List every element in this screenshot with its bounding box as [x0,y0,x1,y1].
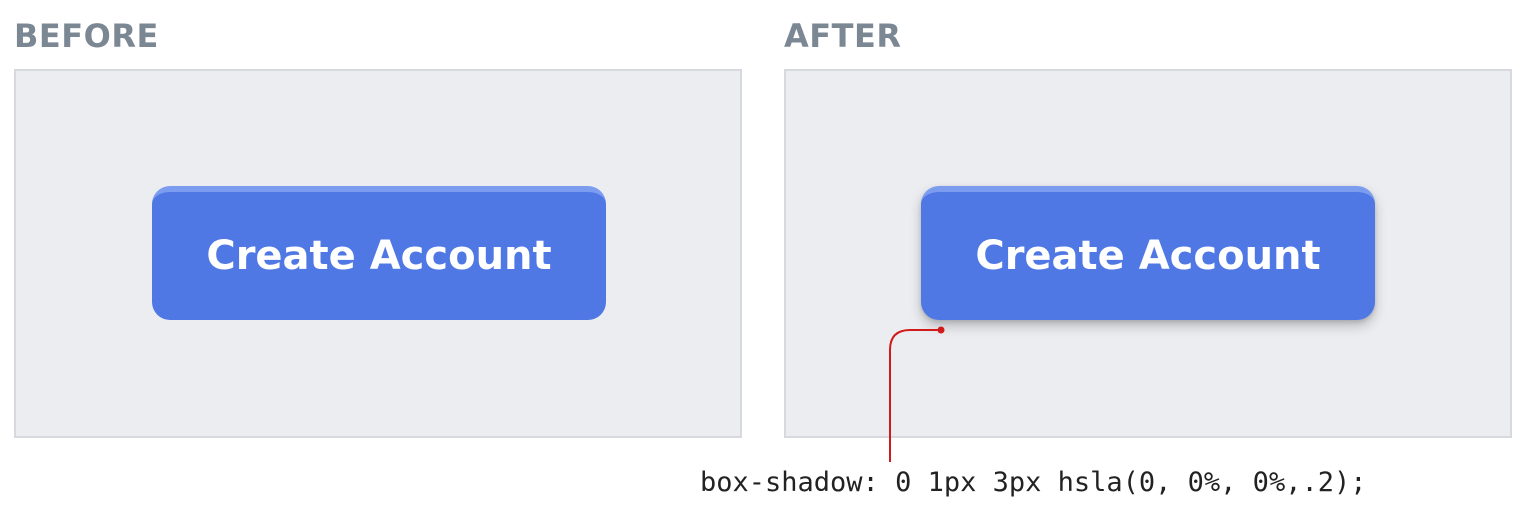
callout-dot [937,326,945,334]
callout-connector [889,329,941,462]
create-account-button-after[interactable]: Create Account [921,186,1375,320]
before-heading: BEFORE [14,17,159,55]
box-shadow-code-caption: box-shadow: 0 1px 3px hsla(0, 0%, 0%,.2)… [700,467,1367,498]
after-heading: AFTER [784,17,902,55]
create-account-button-before[interactable]: Create Account [152,186,606,320]
